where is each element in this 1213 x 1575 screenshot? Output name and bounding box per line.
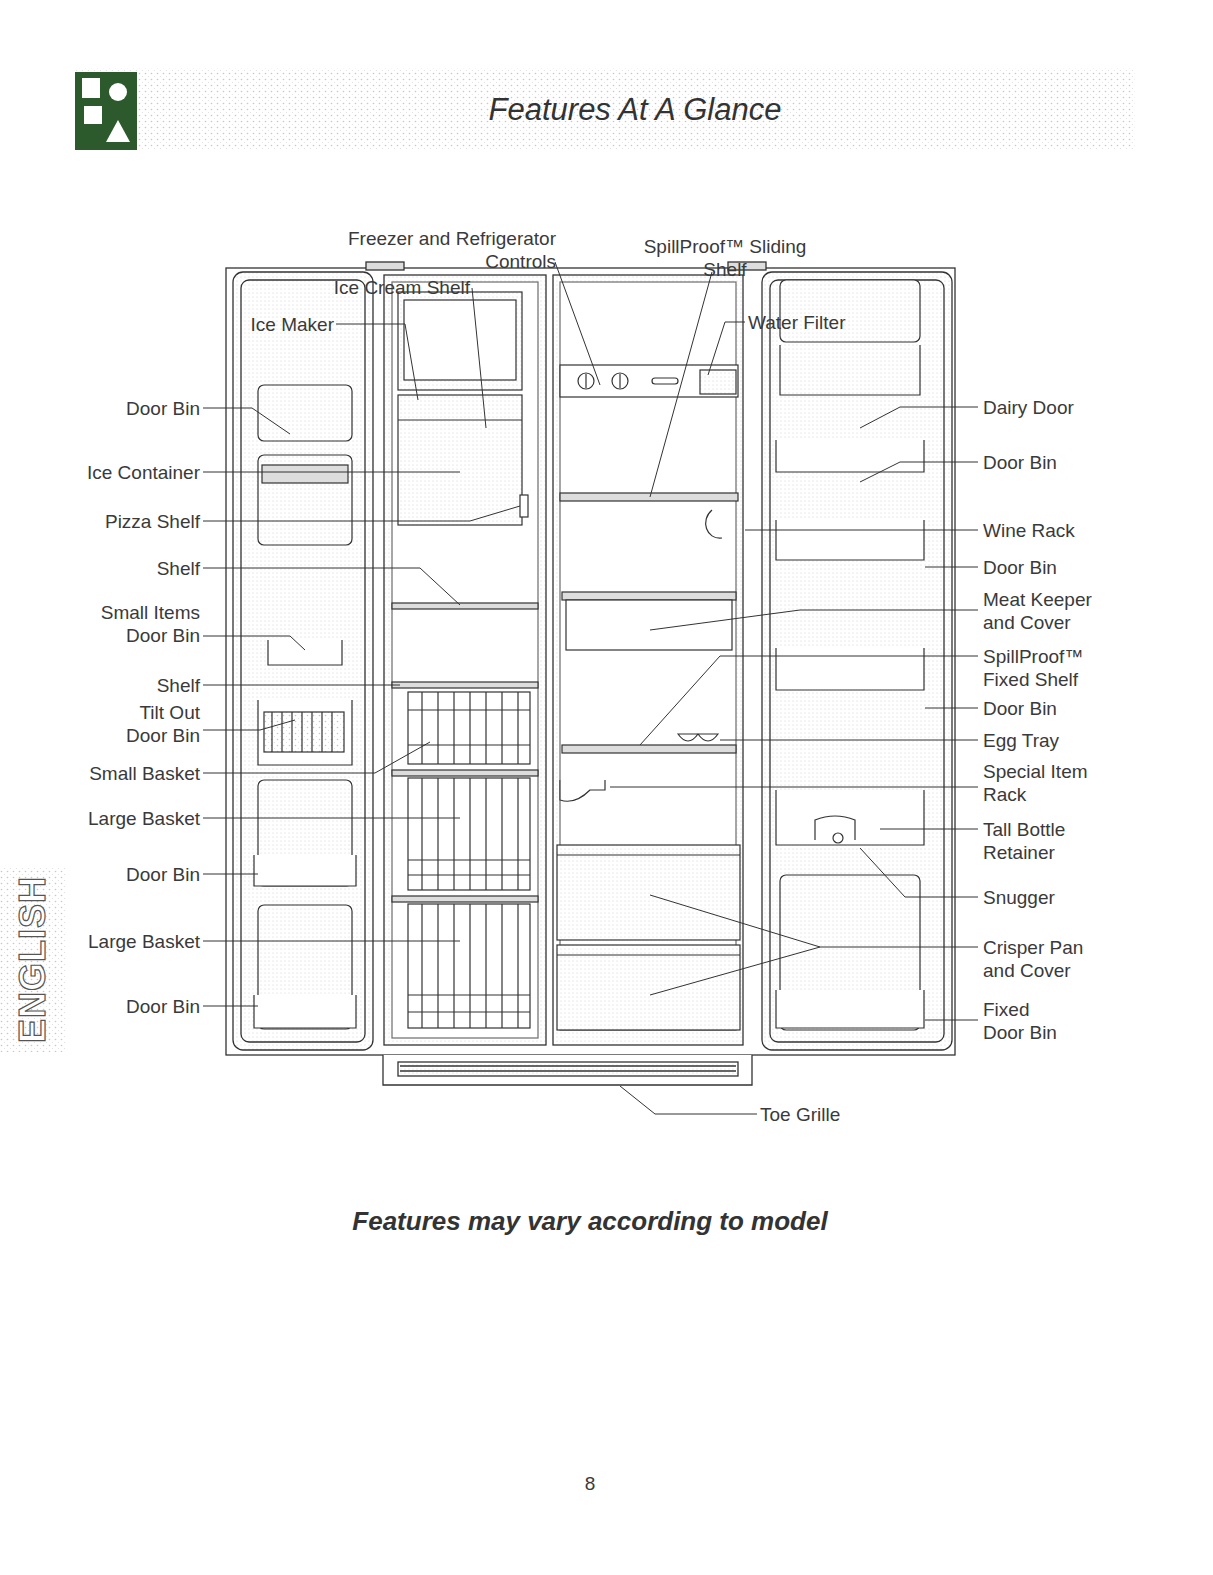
part-label: Door Bin — [50, 995, 200, 1018]
part-label: Meat Keeper and Cover — [983, 588, 1111, 634]
part-label: Large Basket — [40, 930, 200, 953]
side-tab — [0, 868, 66, 1052]
part-label: Crisper Pan and Cover — [983, 936, 1101, 982]
fridge-door-bins — [776, 280, 924, 1030]
header-band — [75, 68, 1135, 150]
part-label: Ice Maker — [200, 313, 334, 336]
part-label: Door Bin — [983, 451, 1163, 474]
part-label: Water Filter — [748, 311, 908, 334]
part-label: Large Basket — [40, 807, 200, 830]
side-tab: ENGLISH — [0, 868, 66, 1052]
part-label: Ice Container — [40, 461, 200, 484]
part-label: Small Basket — [40, 762, 200, 785]
part-label: Dairy Door — [983, 396, 1163, 419]
part-label: Door Bin — [983, 697, 1163, 720]
freezer-door-bins — [254, 385, 356, 1029]
part-label: SpillProof™ Fixed Shelf — [983, 645, 1101, 691]
header-icon — [109, 83, 127, 101]
tab-text: ENGLISH — [12, 876, 54, 1043]
part-label: Fixed Door Bin — [983, 998, 1069, 1044]
part-label: Door Bin — [983, 556, 1163, 579]
cabinet — [226, 262, 955, 1085]
part-label: Special Item Rack — [983, 760, 1101, 806]
header-icon — [82, 78, 100, 98]
part-label: Toe Grille — [760, 1103, 920, 1126]
part-label: Door Bin — [50, 397, 200, 420]
part-label: SpillProof™ Sliding Shelf — [630, 235, 820, 281]
part-label: Ice Cream Shelf — [290, 276, 470, 299]
part-label: Shelf — [50, 674, 200, 697]
part-label: Small Items Door Bin — [80, 601, 200, 647]
header-icon — [84, 106, 102, 124]
fridge-interior — [557, 365, 740, 1030]
part-label: Egg Tray — [983, 729, 1163, 752]
part-label: Tilt Out Door Bin — [108, 701, 200, 747]
freezer-interior — [392, 292, 538, 1028]
page-title: Features At A Glance — [140, 92, 1130, 128]
part-label: Pizza Shelf — [50, 510, 200, 533]
leader-lines — [203, 262, 978, 1114]
part-label: Freezer and Refrigerator Controls — [320, 227, 556, 273]
part-label: Door Bin — [50, 863, 200, 886]
caption-note: Features may vary according to model — [150, 1206, 1030, 1237]
part-label: Snugger — [983, 886, 1163, 909]
header-icon — [75, 72, 137, 150]
part-label: Shelf — [50, 557, 200, 580]
part-label: Wine Rack — [983, 519, 1163, 542]
page-number: 8 — [560, 1472, 620, 1495]
header-icon — [106, 120, 130, 142]
part-label: Tall Bottle Retainer — [983, 818, 1101, 864]
